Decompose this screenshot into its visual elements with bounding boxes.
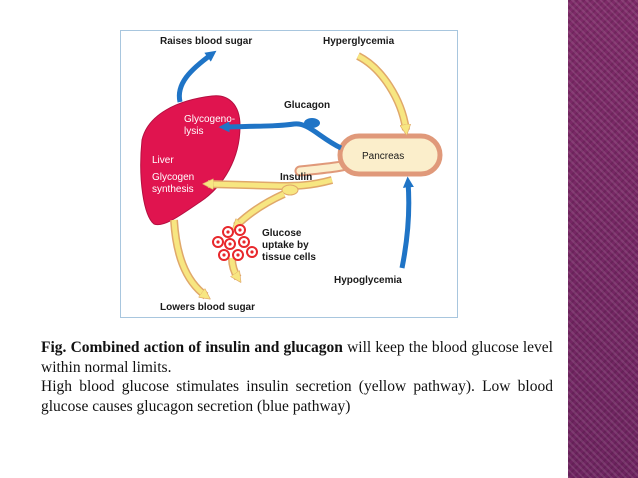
label-glycogen-synthesis-2: synthesis <box>152 184 194 195</box>
label-glucagon: Glucagon <box>284 100 330 111</box>
label-insulin: Insulin <box>280 172 312 183</box>
glucose-cells-nuclei <box>216 228 254 257</box>
label-hypoglycemia: Hypoglycemia <box>334 275 402 286</box>
glucagon-arrow <box>218 121 343 151</box>
raises-blood-sugar-arrow <box>176 50 217 103</box>
glucagon-arrow-knot <box>304 118 320 128</box>
label-pancreas: Pancreas <box>362 151 404 162</box>
diagram-svg: Raises blood sugar Hyperglycemia Glucago… <box>120 30 458 318</box>
insulin-arrow-knot <box>281 184 299 196</box>
caption-paragraph-2: High blood glucose stimulates insulin se… <box>41 378 553 415</box>
caption-line1-rest: will keep the blood glucose level within… <box>41 339 553 376</box>
hyperglycemia-arrow <box>356 53 406 130</box>
insulin-branch-arrow <box>236 191 286 226</box>
label-hyperglycemia: Hyperglycemia <box>323 36 395 47</box>
insulin-arrow <box>208 177 333 186</box>
pancreas-shape <box>337 133 443 177</box>
glucose-uptake-arrow <box>229 257 238 278</box>
insulin-glucagon-diagram: Raises blood sugar Hyperglycemia Glucago… <box>120 30 458 318</box>
label-glycogen-synthesis-1: Glycogen <box>152 172 194 183</box>
lowers-blood-sugar-arrow <box>171 219 206 296</box>
label-glycogenolysis-2: lysis <box>184 126 203 137</box>
liver-shape <box>140 95 241 226</box>
label-raises-blood-sugar: Raises blood sugar <box>160 36 252 47</box>
hypoglycemia-arrow <box>399 176 414 269</box>
glucose-cells-cluster <box>212 224 258 261</box>
label-glucose-uptake-3: tissue cells <box>262 252 316 263</box>
figure-caption: Fig. Combined action of insulin and gluc… <box>41 338 553 416</box>
caption-paragraph-1: Fig. Combined action of insulin and gluc… <box>41 338 553 377</box>
decorative-sidebar <box>568 0 638 478</box>
label-liver: Liver <box>152 155 174 166</box>
label-lowers-blood-sugar: Lowers blood sugar <box>160 302 255 313</box>
label-glucose-uptake-1: Glucose <box>262 228 302 239</box>
label-glucose-uptake-2: uptake by <box>262 240 309 251</box>
caption-bold-title: Fig. Combined action of insulin and gluc… <box>41 339 343 356</box>
label-glycogenolysis-1: Glycogeno- <box>184 114 235 125</box>
